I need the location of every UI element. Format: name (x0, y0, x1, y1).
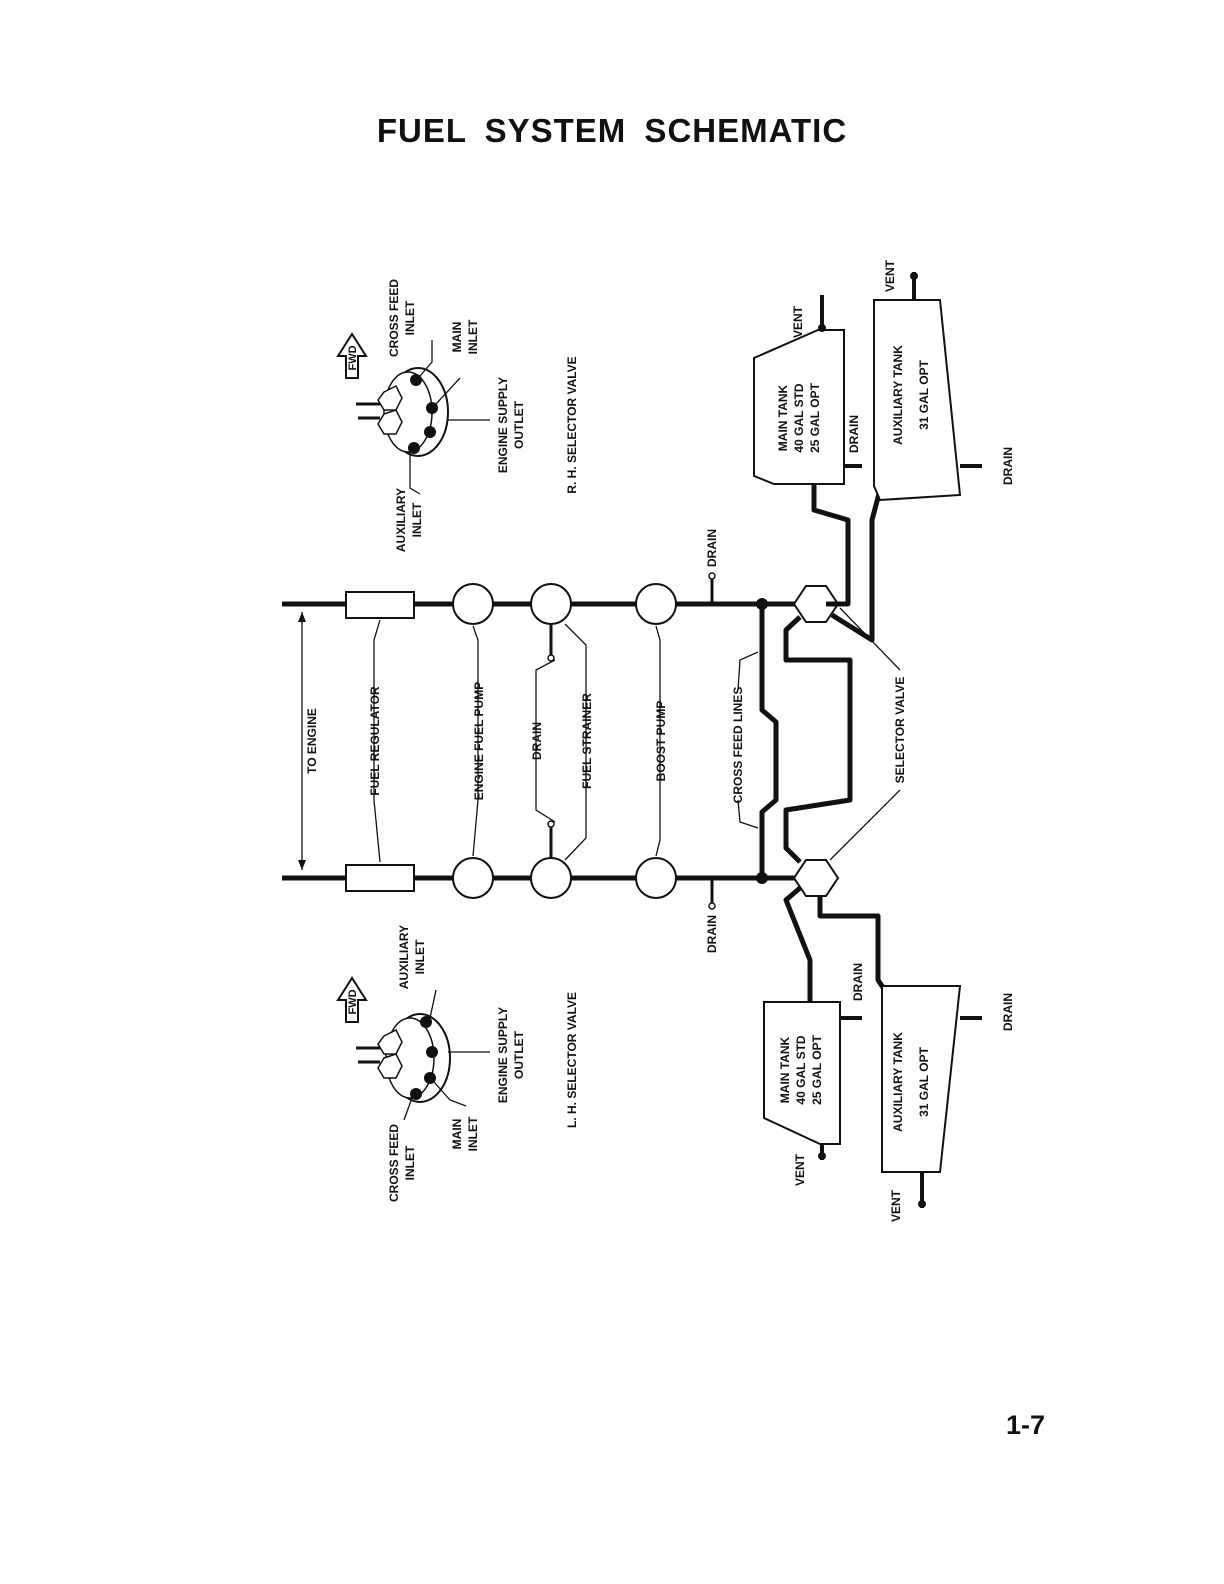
rh-valve-title: R. H. SELECTOR VALVE (565, 356, 579, 493)
vent-lh-aux: VENT (889, 1189, 903, 1222)
lh-engine-supply-outlet-1: ENGINE SUPPLY (496, 1007, 510, 1103)
boost-pump-rh (635, 583, 677, 625)
label-boost-pump: BOOST PUMP (654, 701, 668, 782)
rh-cross-feed-inlet-2: INLET (403, 300, 417, 335)
label-fuel-regulator: FUEL REGULATOR (368, 686, 382, 796)
lh-engine-supply-outlet-2: OUTLET (512, 1030, 526, 1079)
vent-rh-main: VENT (791, 305, 805, 338)
line-drains (708, 572, 716, 910)
label-fuel-strainer: FUEL STRAINER (580, 693, 594, 789)
lh-fwd-label: FWD (347, 989, 359, 1014)
rh-main-tank-line-3: 25 GAL OPT (808, 382, 822, 452)
drain-rh-main: DRAIN (847, 415, 861, 453)
label-selector-valve: SELECTOR VALVE (893, 677, 907, 784)
rh-main-tank-line-1: MAIN TANK (776, 384, 790, 451)
rh-fwd-arrow (336, 332, 368, 379)
label-to-engine: TO ENGINE (305, 708, 319, 774)
rh-auxiliary-inlet-2: INLET (410, 502, 424, 537)
rh-main-inlet-2: INLET (466, 319, 480, 354)
selector-valve-lh (792, 859, 840, 897)
lh-main-tank-line-3: 25 GAL OPT (810, 1034, 824, 1104)
lh-fwd-arrow (336, 976, 368, 1023)
to-engine-dimension (298, 612, 306, 870)
lh-auxiliary-inlet-2: INLET (413, 939, 427, 974)
vent-rh-aux: VENT (883, 259, 897, 292)
lh-aux-tank-line-1: AUXILIARY TANK (891, 1032, 905, 1132)
junction-dot-rh (756, 598, 768, 610)
cross-feed-lines (759, 604, 853, 878)
rh-engine-supply-outlet-1: ENGINE SUPPLY (496, 377, 510, 473)
lh-cross-feed-inlet-1: CROSS FEED (387, 1124, 401, 1202)
label-drain-center: DRAIN (530, 722, 544, 760)
page-number: 1-7 (1006, 1410, 1046, 1440)
lh-selector-valve-illustration (336, 976, 490, 1121)
rh-main-inlet-1: MAIN (450, 322, 464, 353)
rh-aux-tank-line-1: AUXILIARY TANK (891, 345, 905, 445)
rh-main-tank-line-2: 40 GAL STD (792, 383, 806, 452)
engine-fuel-pump-rh (452, 583, 494, 625)
lh-auxiliary-inlet-1: AUXILIARY (397, 925, 411, 989)
fuel-regulator-lh (345, 864, 415, 892)
boost-pump-lh (635, 857, 677, 899)
drain-lh-aux: DRAIN (1001, 993, 1015, 1031)
page-title: FUEL SYSTEM SCHEMATIC (376, 112, 848, 149)
lh-tank-lines (783, 886, 889, 1002)
lh-main-tank-line-1: MAIN TANK (778, 1036, 792, 1103)
lh-main-inlet-1: MAIN (450, 1119, 464, 1150)
fuel-strainer-lh (530, 857, 572, 899)
lh-main-tank (763, 1001, 862, 1160)
rh-aux-tank-line-2: 31 GAL OPT (917, 359, 931, 429)
lh-cross-feed-inlet-2: INLET (403, 1145, 417, 1180)
rh-engine-supply-outlet-2: OUTLET (512, 400, 526, 449)
rh-cross-feed-inlet-1: CROSS FEED (387, 279, 401, 357)
lh-aux-tank-line-2: 31 GAL OPT (917, 1046, 931, 1116)
label-cross-feed-lines: CROSS FEED LINES (731, 687, 745, 804)
label-drain-rh-line: DRAIN (705, 529, 719, 567)
rh-aux-tank (873, 272, 982, 502)
drain-rh-aux: DRAIN (1001, 447, 1015, 485)
junction-dot-lh (756, 872, 768, 884)
lh-valve-title: L. H. SELECTOR VALVE (565, 992, 579, 1128)
lh-main-tank-line-2: 40 GAL STD (794, 1035, 808, 1104)
engine-fuel-pump-lh (452, 857, 494, 899)
label-drain-lh-line: DRAIN (705, 915, 719, 953)
rh-tank-lines (811, 480, 883, 643)
lh-aux-tank (881, 985, 982, 1208)
vent-lh-main: VENT (793, 1153, 807, 1186)
rh-main-tank (753, 295, 862, 485)
fuel-regulator-rh (345, 591, 415, 619)
leader-lines (373, 607, 901, 863)
strainer-drains (547, 624, 555, 858)
rh-auxiliary-inlet-1: AUXILIARY (394, 488, 408, 552)
label-engine-fuel-pump: ENGINE FUEL PUMP (472, 682, 486, 800)
rh-selector-valve-illustration (336, 332, 490, 495)
drain-lh-main: DRAIN (851, 963, 865, 1001)
rh-fwd-label: FWD (347, 345, 359, 370)
selector-valve-rh (792, 585, 840, 623)
lh-main-inlet-2: INLET (466, 1116, 480, 1151)
fuel-strainer-rh (530, 583, 572, 625)
